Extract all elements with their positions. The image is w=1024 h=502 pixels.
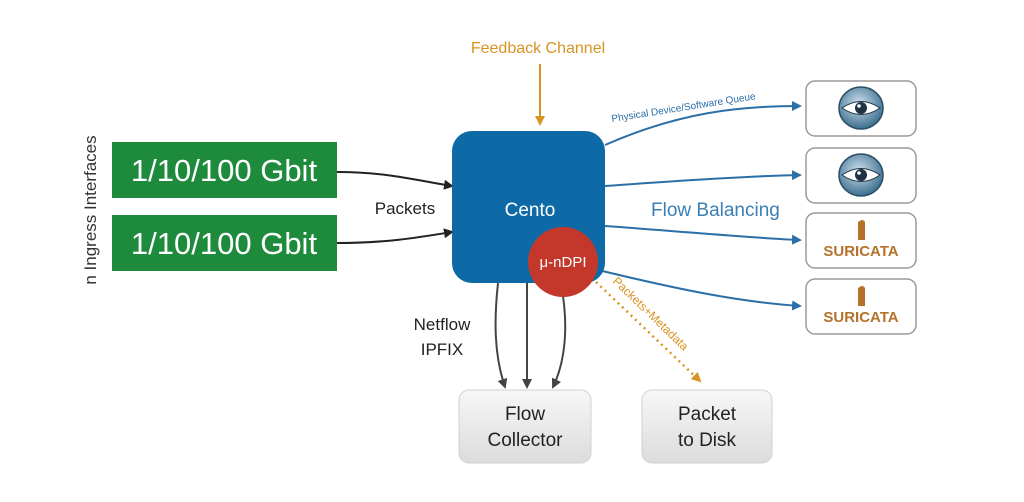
packets-metadata-label: Packets+Metadata (610, 274, 692, 354)
suricata-logo-icon: SURICATA (823, 286, 899, 326)
output-arrow-1 (604, 101, 802, 146)
interface-label-2: 1/10/100 Gbit (131, 226, 318, 261)
dpi-label: μ-nDPI (540, 254, 587, 271)
interface-label-1: 1/10/100 Gbit (131, 153, 318, 188)
output-arrow-4 (589, 267, 802, 311)
output-box-1 (805, 80, 917, 137)
netflow-arrow-1 (494, 282, 508, 389)
physical-queue-label: Physical Device/Software Queue (611, 91, 757, 125)
ipfix-label: IPFIX (421, 340, 464, 359)
cento-label: Cento (505, 200, 556, 221)
ingress-interfaces-label: n Ingress Interfaces (81, 135, 100, 284)
suricata-logo-text-2: SURICATA (823, 309, 898, 326)
eye-logo-icon (838, 153, 884, 197)
ingress-arrow-2 (336, 228, 454, 244)
packets-label: Packets (375, 199, 435, 218)
flow-collector-box: Flow Collector (458, 389, 592, 464)
output-arrow-2 (604, 170, 802, 187)
ingress-arrow-1 (336, 171, 454, 190)
output-arrow-3 (604, 225, 802, 245)
netflow-arrow-3 (551, 289, 567, 389)
output-box-3: SURICATA (805, 212, 917, 269)
flow-collector-label-line1: Flow (505, 404, 545, 425)
packet-to-disk-label-line2: to Disk (678, 430, 737, 451)
flow-collector-label-line2: Collector (488, 430, 564, 451)
interface-box-1: 1/10/100 Gbit (112, 142, 337, 198)
eye-logo-icon (838, 86, 884, 130)
packet-to-disk-label-line1: Packet (678, 404, 737, 425)
netflow-label: Netflow (414, 315, 471, 334)
dpi-circle (528, 227, 598, 297)
suricata-logo-text-1: SURICATA (823, 243, 898, 260)
flow-balancing-label: Flow Balancing (651, 200, 780, 221)
suricata-logo-icon: SURICATA (823, 220, 899, 260)
feedback-channel-label: Feedback Channel (471, 40, 605, 57)
packets-metadata-arrow (595, 281, 702, 383)
packet-to-disk-box: Packet to Disk (641, 389, 773, 464)
output-box-4: SURICATA (805, 278, 917, 335)
interface-box-2: 1/10/100 Gbit (112, 215, 337, 271)
output-box-2 (805, 147, 917, 204)
